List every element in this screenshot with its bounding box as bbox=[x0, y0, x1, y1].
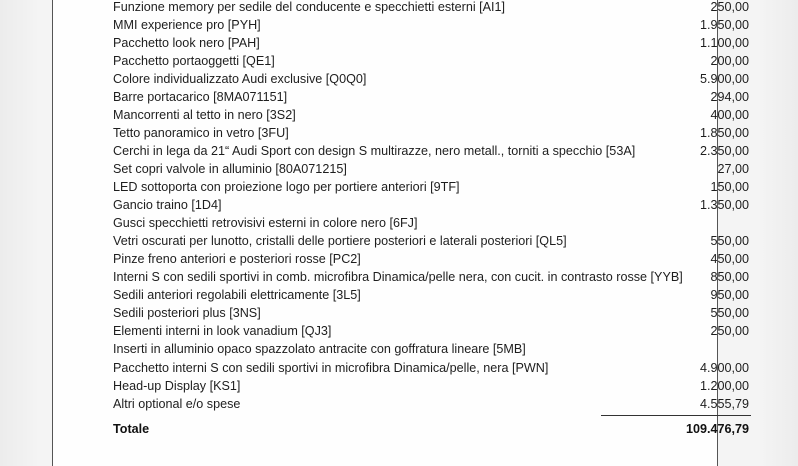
options-list: Funzione memory per sedile del conducent… bbox=[113, 0, 751, 413]
item-description: Gusci specchietti retrovisivi esterni in… bbox=[113, 216, 418, 230]
list-item: Sedili posteriori plus [3NS] 550,00 bbox=[113, 304, 751, 322]
total-amount: 109.476,79 bbox=[685, 422, 749, 436]
item-description: Sedili posteriori plus [3NS] bbox=[113, 306, 261, 320]
item-amount: 1.850,00 bbox=[699, 126, 749, 140]
item-description: LED sottoporta con proiezione logo per p… bbox=[113, 180, 460, 194]
item-description: Pacchetto look nero [PAH] bbox=[113, 36, 260, 50]
list-item: Pacchetto interni S con sedili sportivi … bbox=[113, 359, 751, 377]
list-item: Inserti in alluminio opaco spazzolato an… bbox=[113, 340, 751, 359]
item-amount: 1.200,00 bbox=[699, 379, 749, 393]
list-item: Pacchetto look nero [PAH] 1.100,00 bbox=[113, 34, 751, 52]
item-amount: 250,00 bbox=[710, 324, 749, 338]
item-amount: 200,00 bbox=[710, 54, 749, 68]
list-item: Funzione memory per sedile del conducent… bbox=[113, 0, 751, 16]
item-description: Elementi interni in look vanadium [QJ3] bbox=[113, 324, 332, 338]
item-description: Altri optional e/o spese bbox=[113, 397, 241, 411]
list-item: Altri optional e/o spese 4.555,79 bbox=[113, 395, 751, 413]
list-item: Sedili anteriori regolabili elettricamen… bbox=[113, 286, 751, 304]
item-description: Funzione memory per sedile del conducent… bbox=[113, 0, 506, 14]
total-label: Totale bbox=[113, 422, 150, 436]
item-description: Gancio traino [1D4] bbox=[113, 198, 222, 212]
list-item: Head-up Display [KS1] 1.200,00 bbox=[113, 377, 751, 395]
list-item: Pinze freno anteriori e posteriori rosse… bbox=[113, 250, 751, 268]
total-row: Totale 109.476,79 bbox=[113, 419, 751, 439]
item-description: Barre portacarico [8MA071151] bbox=[113, 90, 288, 104]
item-amount: 4.900,00 bbox=[699, 361, 749, 375]
item-amount: 150,00 bbox=[710, 180, 749, 194]
list-item: Gancio traino [1D4] 1.350,00 bbox=[113, 196, 751, 214]
item-description: Cerchi in lega da 21“ Audi Sport con des… bbox=[113, 144, 636, 158]
item-description: Pacchetto interni S con sedili sportivi … bbox=[113, 361, 549, 375]
list-item: Mancorrenti al tetto in nero [3S2] 400,00 bbox=[113, 106, 751, 124]
item-amount: 550,00 bbox=[710, 234, 749, 248]
item-description: Sedili anteriori regolabili elettricamen… bbox=[113, 288, 361, 302]
total-divider bbox=[601, 415, 751, 416]
item-amount: 27,00 bbox=[717, 162, 749, 176]
item-description: Pacchetto portaoggetti [QE1] bbox=[113, 54, 275, 68]
item-amount: 1.950,00 bbox=[699, 18, 749, 32]
list-item: Set copri valvole in alluminio [80A07121… bbox=[113, 160, 751, 178]
item-description: Tetto panoramico in vetro [3FU] bbox=[113, 126, 289, 140]
item-amount: 450,00 bbox=[710, 252, 749, 266]
item-description: Head-up Display [KS1] bbox=[113, 379, 241, 393]
item-description: Colore individualizzato Audi exclusive [… bbox=[113, 72, 367, 86]
list-item: Colore individualizzato Audi exclusive [… bbox=[113, 70, 751, 88]
item-amount: 950,00 bbox=[710, 288, 749, 302]
item-amount: 850,00 bbox=[710, 270, 749, 284]
list-item: Tetto panoramico in vetro [3FU] 1.850,00 bbox=[113, 124, 751, 142]
item-amount: 250,00 bbox=[710, 0, 749, 14]
list-item: Interni S con sedili sportivi in comb. m… bbox=[113, 268, 751, 286]
item-amount: 400,00 bbox=[710, 108, 749, 122]
list-item: Gusci specchietti retrovisivi esterni in… bbox=[113, 214, 751, 232]
item-description: Pinze freno anteriori e posteriori rosse… bbox=[113, 252, 361, 266]
item-description: MMI experience pro [PYH] bbox=[113, 18, 261, 32]
list-item: Barre portacarico [8MA071151] 294,00 bbox=[113, 88, 751, 106]
item-amount: 294,00 bbox=[710, 90, 749, 104]
item-description: Mancorrenti al tetto in nero [3S2] bbox=[113, 108, 296, 122]
list-item: Vetri oscurati per lunotto, cristalli de… bbox=[113, 232, 751, 250]
item-description: Interni S con sedili sportivi in comb. m… bbox=[113, 270, 683, 284]
document-page: Funzione memory per sedile del conducent… bbox=[52, 0, 751, 466]
list-item: Pacchetto portaoggetti [QE1] 200,00 bbox=[113, 52, 751, 70]
item-amount: 1.350,00 bbox=[699, 198, 749, 212]
item-amount: 550,00 bbox=[710, 306, 749, 320]
list-item: MMI experience pro [PYH] 1.950,00 bbox=[113, 16, 751, 34]
item-amount: 5.900,00 bbox=[699, 72, 749, 86]
item-description: Vetri oscurati per lunotto, cristalli de… bbox=[113, 234, 567, 248]
list-item: LED sottoporta con proiezione logo per p… bbox=[113, 178, 751, 196]
item-amount: 2.350,00 bbox=[699, 144, 749, 158]
item-description: Set copri valvole in alluminio [80A07121… bbox=[113, 162, 347, 176]
item-description: Inserti in alluminio opaco spazzolato an… bbox=[113, 342, 526, 356]
item-amount: 1.100,00 bbox=[699, 36, 749, 50]
list-item: Cerchi in lega da 21“ Audi Sport con des… bbox=[113, 142, 751, 160]
list-item: Elementi interni in look vanadium [QJ3] 2… bbox=[113, 322, 751, 340]
item-amount: 4.555,79 bbox=[699, 397, 749, 411]
